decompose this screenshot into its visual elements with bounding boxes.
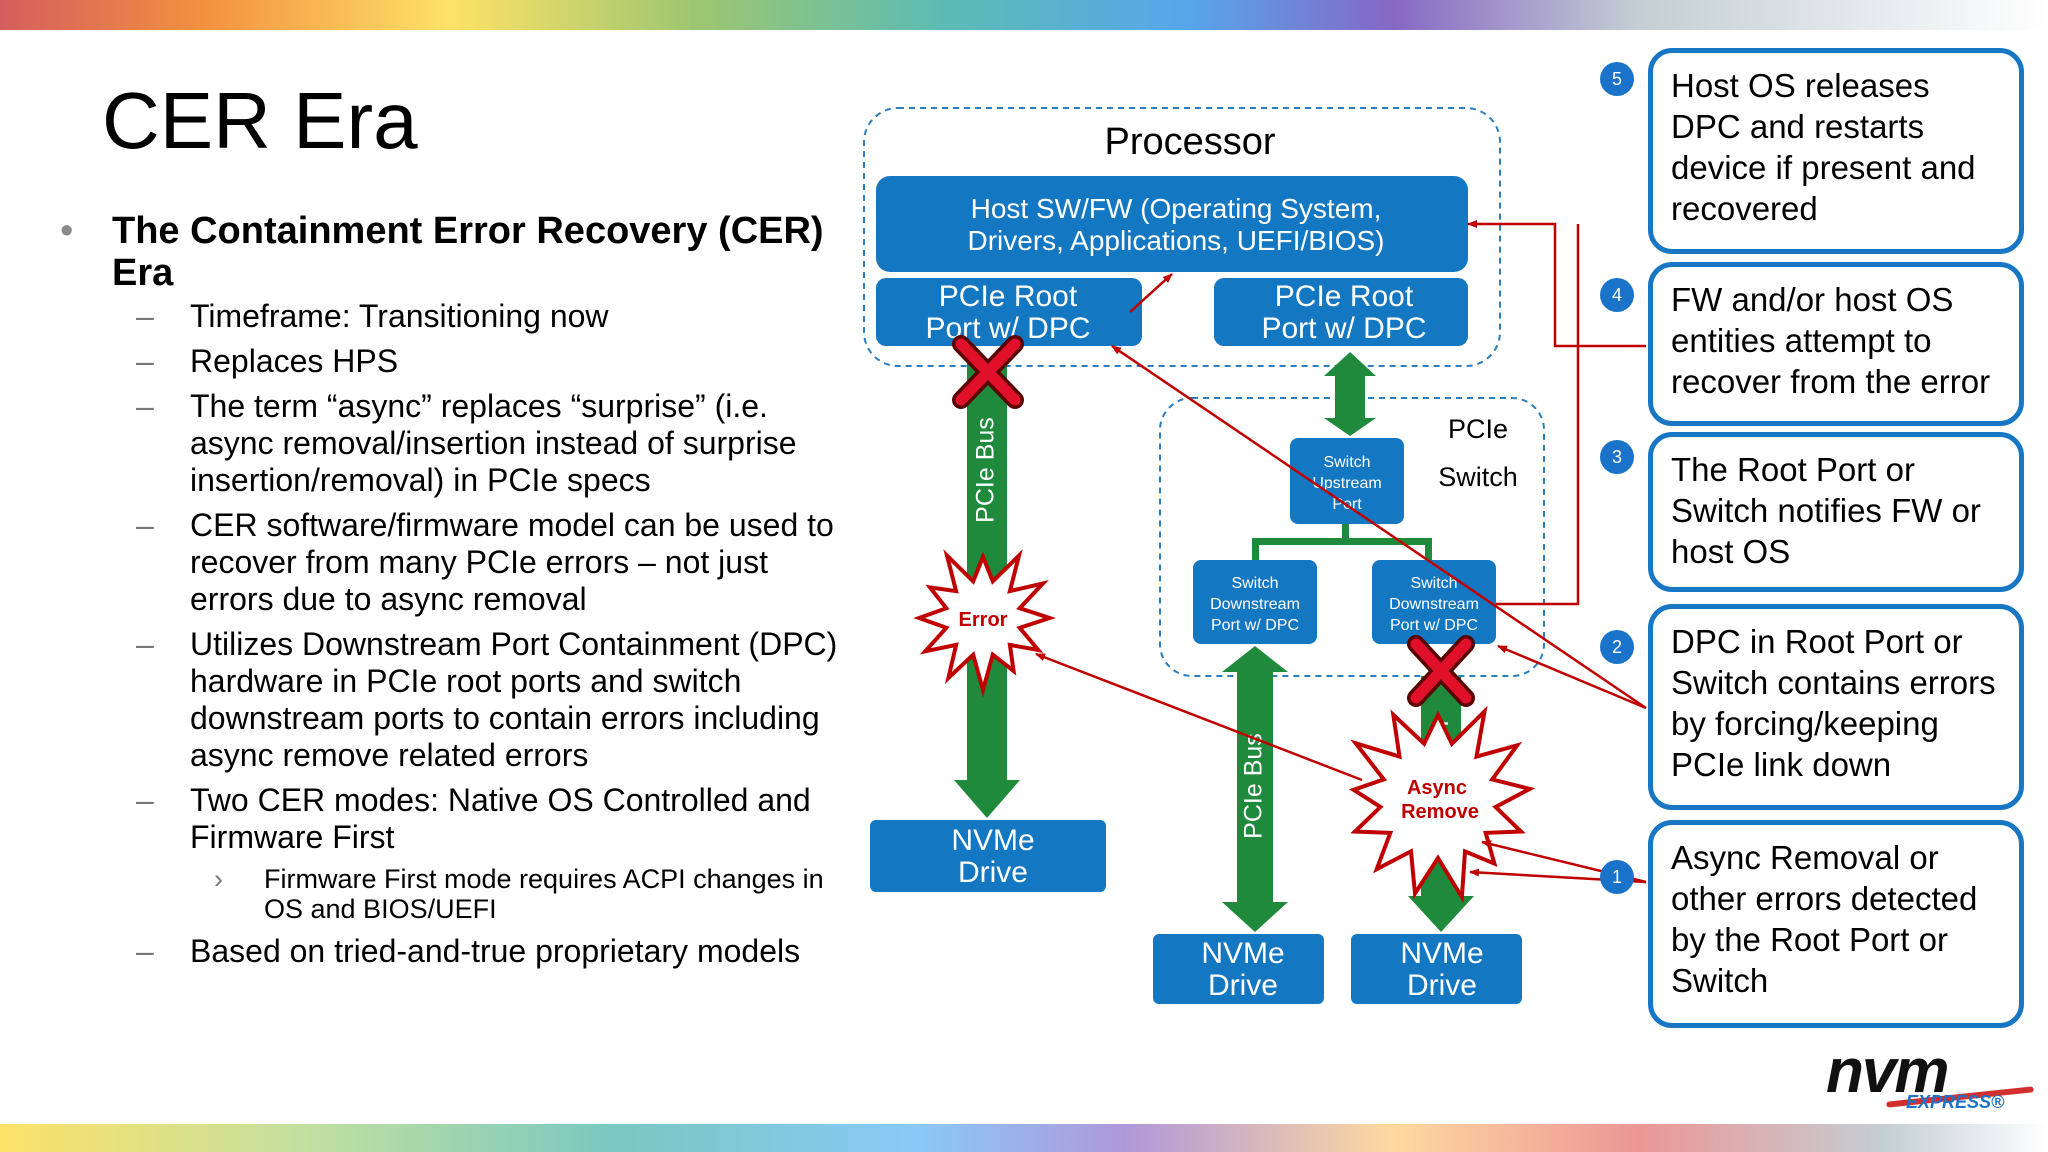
nvm-express-logo: nvm EXPRESS®: [1826, 1037, 2036, 1116]
nvme-middle-line1: NVMe: [1201, 937, 1284, 970]
switch-downstream-left-line2: Downstream: [1210, 596, 1300, 613]
root-port-right-line1: PCIe Root: [1275, 280, 1414, 313]
switch-downstream-left-box: Switch Downstream Port w/ DPC: [1193, 560, 1317, 644]
host-sw-line2: Drivers, Applications, UEFI/BIOS): [967, 225, 1384, 256]
switch-downstream-left-line3: Port w/ DPC: [1211, 617, 1299, 634]
pcie-bus-label-left: PCIe Bus: [972, 417, 1000, 523]
link-down-x-icon: [1407, 635, 1475, 707]
switch-upstream-line2: Upstream: [1312, 475, 1381, 492]
async-remove-line2: Remove: [1401, 801, 1479, 823]
processor-label: Processor: [1104, 121, 1275, 163]
switch-downstream-right-line2: Downstream: [1389, 596, 1479, 613]
nvme-drive-right: NVMe Drive: [1351, 934, 1522, 1004]
nvme-drive-left: NVMe Drive: [870, 820, 1106, 892]
bullet-level2: Two CER modes: Native OS Controlled and …: [60, 782, 860, 856]
pcie-bus-label-middle: PCIe Bus: [1240, 733, 1268, 839]
processor-container: [863, 107, 1501, 367]
host-sw-line1: Host SW/FW (Operating System,: [971, 193, 1382, 224]
root-port-right-box: PCIe Root Port w/ DPC: [1214, 278, 1468, 346]
nvme-right-line2: Drive: [1407, 969, 1477, 1002]
step-badge-2: 2: [1600, 630, 1634, 664]
step-badge-5: 5: [1600, 62, 1634, 96]
nvme-left-line2: Drive: [958, 856, 1028, 889]
bullet-level2: Timeframe: Transitioning now: [60, 298, 860, 335]
root-port-right-line2: Port w/ DPC: [1261, 312, 1426, 345]
root-port-left-line1: PCIe Root: [939, 280, 1078, 313]
logo-main-text: nvm: [1826, 1037, 1949, 1106]
callout-step-3: The Root Port or Switch notifies FW or h…: [1648, 432, 2024, 592]
bullet-level1: The Containment Error Recovery (CER) Era: [60, 210, 860, 294]
decorative-bottom-stripe: [0, 1124, 2048, 1152]
nvme-drive-middle: NVMe Drive: [1153, 934, 1324, 1004]
callout-step-2: DPC in Root Port or Switch contains erro…: [1648, 604, 2024, 810]
pcie-switch-label-line1: PCIe: [1448, 414, 1508, 444]
nvme-left-line1: NVMe: [951, 824, 1034, 857]
link-down-x-icon: [952, 335, 1024, 409]
bullet-level2: The term “async” replaces “surprise” (i.…: [60, 388, 860, 499]
bullet-level2: Utilizes Downstream Port Containment (DP…: [60, 626, 860, 774]
error-label: Error: [959, 609, 1008, 631]
step-badge-4: 4: [1600, 278, 1634, 312]
bullet-level2: CER software/firmware model can be used …: [60, 507, 860, 618]
red-connector-arrows: [1035, 220, 1647, 884]
error-starburst: Error: [913, 549, 1057, 698]
switch-downstream-right-box: Switch Downstream Port w/ DPC: [1372, 560, 1496, 644]
root-port-left-box: PCIe Root Port w/ DPC: [876, 278, 1142, 346]
logo-sub-text: EXPRESS®: [1906, 1092, 2005, 1112]
switch-downstream-right-line1: Switch: [1410, 575, 1457, 592]
decorative-top-stripe: [0, 0, 2048, 30]
step-badge-1: 1: [1600, 860, 1634, 894]
step-badge-3: 3: [1600, 440, 1634, 474]
async-remove-line1: Async: [1407, 777, 1467, 799]
bullet-level3: Firmware First mode requires ACPI change…: [60, 864, 860, 924]
callout-step-1: Async Removal or other errors detected b…: [1648, 820, 2024, 1028]
async-remove-starburst: Async Remove: [1349, 705, 1536, 904]
slide-title: CER Era: [102, 76, 418, 165]
nvme-middle-line2: Drive: [1208, 969, 1278, 1002]
switch-downstream-right-line3: Port w/ DPC: [1390, 617, 1478, 634]
bullet-level2: Based on tried-and-true proprietary mode…: [60, 933, 860, 970]
nvme-right-line1: NVMe: [1400, 937, 1483, 970]
callout-step-4: FW and/or host OS entities attempt to re…: [1648, 262, 2024, 426]
host-sw-box: Host SW/FW (Operating System, Drivers, A…: [876, 176, 1468, 272]
switch-upstream-box: Switch Upstream Port: [1290, 438, 1404, 524]
bullet-list: The Containment Error Recovery (CER) Era…: [60, 210, 860, 978]
callout-step-5: Host OS releases DPC and restarts device…: [1648, 48, 2024, 254]
pcie-switch-label-line2: Switch: [1438, 462, 1518, 492]
switch-downstream-left-line1: Switch: [1231, 575, 1278, 592]
switch-upstream-line1: Switch: [1323, 454, 1370, 471]
bullet-level2: Replaces HPS: [60, 343, 860, 380]
